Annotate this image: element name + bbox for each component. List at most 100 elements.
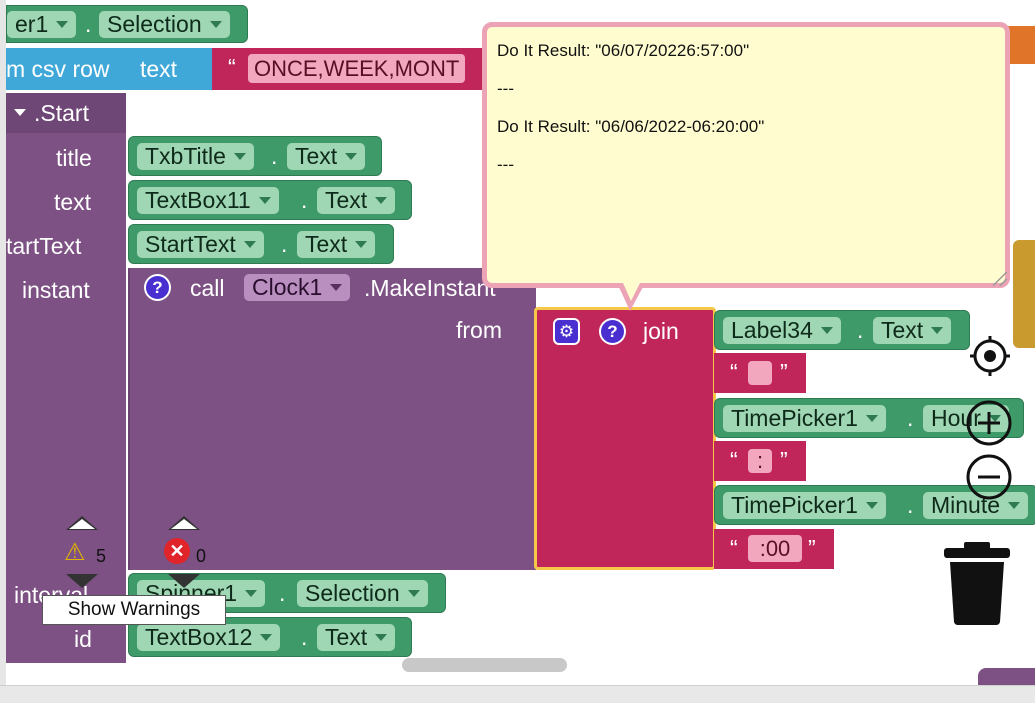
target-icon[interactable] xyxy=(968,334,1012,378)
chevron-down-icon xyxy=(931,327,944,334)
chevron-down-icon xyxy=(260,634,273,641)
chevron-down-icon xyxy=(233,153,246,160)
component-dropdown[interactable]: TimePicker1 xyxy=(723,405,886,432)
component-dropdown[interactable]: TxbTitle xyxy=(137,143,254,170)
param-label-starttext: tartText xyxy=(6,233,82,259)
join-block[interactable]: ⚙ ? join xyxy=(534,307,716,570)
dot-label: . xyxy=(279,580,286,606)
method-label: .MakeInstant xyxy=(364,275,496,301)
chevron-down-icon xyxy=(355,241,368,248)
error-down-arrow[interactable] xyxy=(168,574,200,588)
string-text: :00 xyxy=(759,535,791,561)
error-count: 0 xyxy=(196,546,207,566)
chevron-down-icon xyxy=(375,634,388,641)
prop-dropdown[interactable]: Selection xyxy=(297,580,428,607)
chevron-down-icon xyxy=(330,284,343,291)
prop-dropdown[interactable]: Text xyxy=(317,624,396,651)
id-getter-block[interactable]: TextBox12 . Text xyxy=(128,617,412,657)
trash-icon[interactable] xyxy=(942,540,1012,626)
horizontal-scrollbar[interactable] xyxy=(402,658,567,672)
component-dropdown[interactable]: StartText xyxy=(137,231,264,258)
colon-string-block[interactable]: “ : ” xyxy=(714,441,806,481)
top-prop-dropdown[interactable]: Selection xyxy=(99,11,230,38)
dot-label: . xyxy=(85,11,92,37)
param-label-id: id xyxy=(74,626,92,652)
blocks-workspace[interactable]: er1 . Selection m csv row text “ ONCE,WE… xyxy=(0,0,1035,685)
warn-down-arrow[interactable] xyxy=(66,574,98,588)
prop-label: Text xyxy=(881,317,924,343)
prop-label: Text xyxy=(305,231,348,257)
component-dropdown[interactable]: TimePicker1 xyxy=(723,492,886,519)
component-label: TextBox12 xyxy=(145,624,253,650)
prop-dropdown[interactable]: Text xyxy=(873,317,952,344)
chevron-down-icon xyxy=(209,21,222,28)
string-value[interactable]: :00 xyxy=(748,535,802,562)
show-warnings-button[interactable]: Show Warnings xyxy=(42,595,226,625)
gold-block-edge[interactable] xyxy=(1013,240,1035,348)
zoom-in-icon[interactable] xyxy=(964,398,1014,448)
dot-label: . xyxy=(281,231,288,257)
question-icon[interactable]: ? xyxy=(599,318,626,345)
resize-handle[interactable] xyxy=(993,272,1007,286)
prop-label: Minute xyxy=(931,492,1001,518)
top-component-dropdown[interactable]: er1 xyxy=(7,11,77,38)
chevron-down-icon xyxy=(1008,502,1021,509)
prop-label: Text xyxy=(325,624,368,650)
component-label: TimePicker1 xyxy=(731,492,858,518)
chevron-down-icon xyxy=(345,153,358,160)
quote-close: ” xyxy=(808,535,816,561)
prop-dropdown[interactable]: Text xyxy=(297,231,376,258)
purple-block-edge[interactable] xyxy=(978,668,1035,685)
prop-dropdown[interactable]: Text xyxy=(317,187,396,214)
gear-icon[interactable]: ⚙ xyxy=(553,318,580,345)
text-getter-block[interactable]: TextBox11 . Text xyxy=(128,180,412,220)
space-string-block[interactable]: “ ” xyxy=(714,353,806,393)
prop-dropdown[interactable]: Hour xyxy=(923,405,1009,432)
csv-row-block[interactable]: m csv row text xyxy=(6,48,216,90)
dot-label: . xyxy=(301,187,308,213)
clock-label: Clock1 xyxy=(252,274,323,300)
clock-dropdown[interactable]: Clock1 xyxy=(244,274,351,301)
start-procedure-block[interactable] xyxy=(6,93,126,663)
do-it-result-bubble: Do It Result: "06/07/20226:57:00" --- Do… xyxy=(482,22,1010,288)
csv-string-text: ONCE,WEEK,MONT xyxy=(254,55,460,81)
call-label: call xyxy=(190,275,225,301)
prop-label: Text xyxy=(325,187,368,213)
param-label-instant: instant xyxy=(22,277,90,303)
component-label: TimePicker1 xyxy=(731,405,858,431)
starttext-getter-block[interactable]: StartText . Text xyxy=(128,224,394,264)
csv-text-label: text xyxy=(140,56,178,82)
param-label-text: text xyxy=(54,189,92,215)
prop-dropdown[interactable]: Text xyxy=(287,143,366,170)
result-line: Do It Result: "06/06/2022-06:20:00" xyxy=(497,117,765,136)
minute-getter-block[interactable]: TimePicker1 . Minute xyxy=(714,485,1035,525)
string-value[interactable] xyxy=(748,361,772,385)
string-value[interactable]: : xyxy=(748,448,772,473)
error-icon: ✕ xyxy=(164,538,190,564)
warnings-indicator: ⚠ 5 ✕ 0 xyxy=(62,516,212,592)
seconds-string-block[interactable]: “ :00 ” xyxy=(714,529,834,569)
top-selection-block[interactable]: er1 . Selection xyxy=(6,5,248,43)
start-header: .Start xyxy=(6,93,126,133)
zoom-out-icon[interactable] xyxy=(964,452,1014,502)
dot-label: . xyxy=(301,624,308,650)
from-label: from xyxy=(456,317,502,343)
component-dropdown[interactable]: Label34 xyxy=(723,317,841,344)
component-dropdown[interactable]: TextBox12 xyxy=(137,624,281,651)
quote-close: ” xyxy=(780,447,788,473)
prop-dropdown[interactable]: Minute xyxy=(923,492,1029,519)
label34-getter-block[interactable]: Label34 . Text xyxy=(714,310,970,350)
hour-getter-block[interactable]: TimePicker1 . Hour xyxy=(714,398,1024,438)
question-icon[interactable]: ? xyxy=(144,274,171,301)
chevron-down-icon xyxy=(988,415,1001,422)
component-dropdown[interactable]: TextBox11 xyxy=(137,187,279,214)
start-label: .Start xyxy=(34,100,89,126)
chevron-down-icon xyxy=(258,197,271,204)
csv-string-value[interactable]: ONCE,WEEK,MONT xyxy=(248,54,466,83)
chevron-down-icon xyxy=(245,590,258,597)
string-text: : xyxy=(756,448,764,473)
param-label-title: title xyxy=(56,145,92,171)
csv-string-block[interactable]: “ ONCE,WEEK,MONT xyxy=(212,48,502,90)
result-line: Do It Result: "06/07/20226:57:00" xyxy=(497,41,750,60)
title-getter-block[interactable]: TxbTitle . Text xyxy=(128,136,382,176)
